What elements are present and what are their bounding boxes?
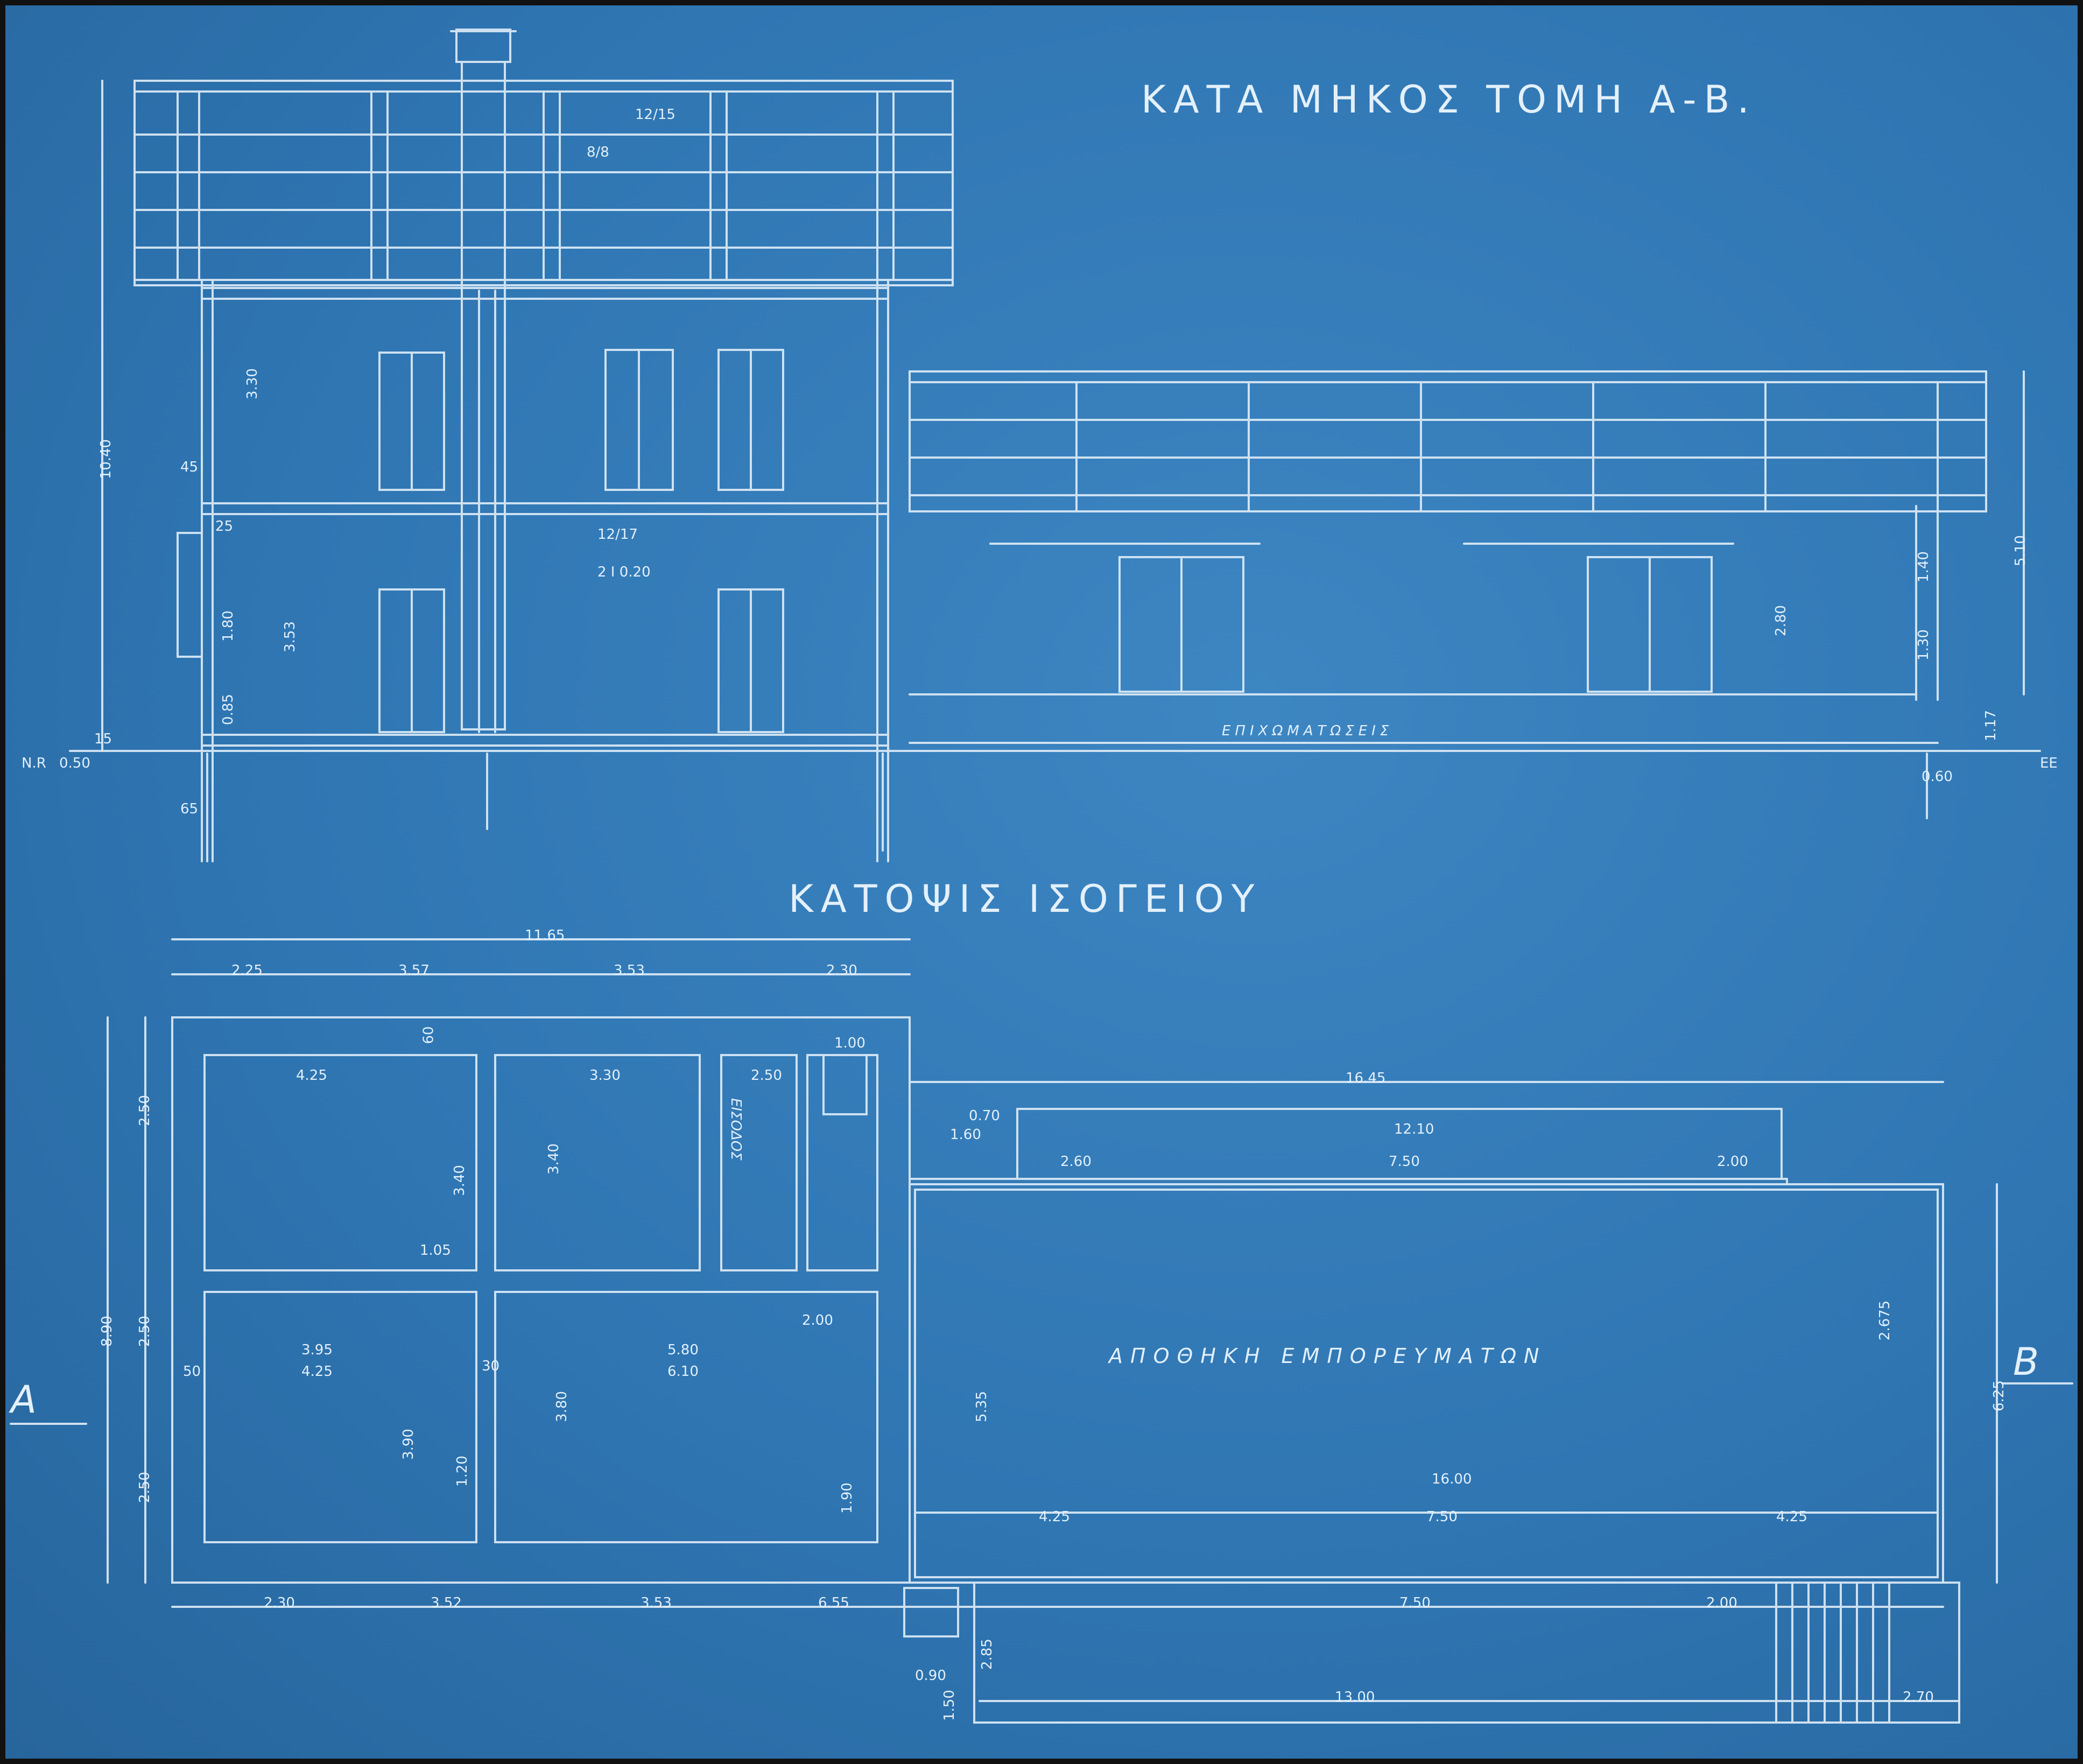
dim-wall: 45 xyxy=(180,459,199,475)
dim-top-3: 3.53 xyxy=(614,962,645,979)
dim-overall-width: 11.65 xyxy=(525,927,565,944)
dim-storage-top-2: 7.50 xyxy=(1389,1154,1420,1170)
dim-right-top: 1.40 xyxy=(1915,551,1932,582)
dim-platform-len: 13.00 xyxy=(1335,1689,1375,1705)
dim-left-part-2: 2.50 xyxy=(136,1316,153,1347)
dim-storage-top-3: 2.00 xyxy=(1717,1154,1748,1170)
dim-storage-depth: 5.35 xyxy=(973,1391,990,1422)
dim-step-w: 0.90 xyxy=(915,1668,946,1684)
dim-platform-depth: 2.85 xyxy=(979,1639,995,1670)
dim-step-h: 1.50 xyxy=(941,1690,958,1721)
plan-room-3 xyxy=(203,1291,477,1543)
dim-storage-top-1: 2.60 xyxy=(1060,1154,1092,1170)
dim-right-height: 5.10 xyxy=(2012,535,2029,566)
section-marker-b: Β xyxy=(2013,1340,2039,1384)
dim-slab: 25 xyxy=(215,518,234,535)
plan-room-4 xyxy=(494,1291,878,1543)
dim-misc-4: 1.20 xyxy=(454,1456,470,1487)
dim-left-height: 8.90 xyxy=(98,1316,115,1347)
plan-title: ΚΑΤΟΨΙΣ ΙΣΟΓΕΙΟΥ xyxy=(789,877,1262,921)
plan-ramp xyxy=(1775,1582,1960,1724)
dim-bottom-2: 3.52 xyxy=(431,1595,462,1611)
plan-outer-wall xyxy=(171,1016,911,1584)
dim-storage-bottom-1: 4.25 xyxy=(1039,1509,1070,1525)
dim-total-height: 10.40 xyxy=(98,439,115,480)
section-title: ΚΑΤΑ ΜΗΚΟΣ ΤΟΜΗ Α-Β. xyxy=(1141,78,1757,122)
dim-misc-2: 2.00 xyxy=(802,1312,833,1329)
tall-roof-truss xyxy=(133,80,954,286)
nr-label: N.R xyxy=(22,755,46,771)
dim-misc-5: 1.60 xyxy=(950,1127,981,1143)
dim-bottom-1: 2.30 xyxy=(264,1595,295,1611)
dim-sill: 0.85 xyxy=(220,694,236,725)
dim-top-4: 2.30 xyxy=(826,962,857,979)
dim-rafter: 12/15 xyxy=(635,107,675,123)
dim-lower-floor: 3.53 xyxy=(282,621,298,652)
plan-room-2 xyxy=(494,1054,701,1271)
dim-misc-1: 1.05 xyxy=(420,1242,451,1259)
dim-room2-h: 3.40 xyxy=(545,1143,562,1175)
dim-bottom-4: 6.55 xyxy=(818,1595,849,1611)
storage-label: ΑΠΟΘΗΚΗ ΕΜΠΟΡΕΥΜΑΤΩΝ xyxy=(1109,1344,1547,1368)
dim-base: 15 xyxy=(94,731,112,747)
dim-room4-h: 3.80 xyxy=(553,1391,570,1422)
plan-hall xyxy=(720,1054,798,1271)
chimney-cap xyxy=(455,29,511,63)
chimney-stack xyxy=(461,61,506,730)
dim-storage-bottom-3: 4.25 xyxy=(1776,1509,1807,1525)
dim-room3-w: 3.95 xyxy=(301,1342,333,1358)
dim-room2-w: 3.30 xyxy=(589,1067,621,1084)
dim-wall-60: 60 xyxy=(420,1026,437,1044)
dim-hall-w: 2.50 xyxy=(751,1067,782,1084)
dim-wall-50: 50 xyxy=(183,1364,201,1380)
dim-room1-w: 4.25 xyxy=(296,1067,327,1084)
dim-room1-h: 3.40 xyxy=(451,1165,468,1196)
dim-batten: 8/8 xyxy=(587,144,609,160)
ee-label: ΕΕ xyxy=(2040,755,2058,771)
dim-storage-total: 16.45 xyxy=(1346,1070,1386,1086)
dim-room4-w2: 6.10 xyxy=(667,1364,699,1380)
dim-right-found: 0.60 xyxy=(1922,769,1953,785)
dim-platform-end: 2.70 xyxy=(1903,1689,1934,1705)
dim-storage-inner: 12.10 xyxy=(1394,1121,1434,1137)
dim-upper-floor: 3.30 xyxy=(244,368,261,399)
plan-room-1 xyxy=(203,1054,477,1271)
dim-storage-right-h: 6.25 xyxy=(1990,1380,2007,1411)
dim-right-mid: 1.30 xyxy=(1915,629,1932,660)
dim-left-part-3: 2.50 xyxy=(136,1472,153,1503)
dim-joist: 12/17 xyxy=(597,526,638,543)
entrance-label: ΕΙΣΟΔΟΣ xyxy=(728,1098,744,1161)
dim-storage-bottom-2: 7.50 xyxy=(1426,1509,1458,1525)
dim-bottom-6: 2.00 xyxy=(1706,1595,1737,1611)
dim-top-1: 2.25 xyxy=(231,962,263,979)
dim-foundation: 65 xyxy=(180,801,199,817)
dim-right-base: 1.17 xyxy=(1982,710,1999,741)
floor-plan-drawing xyxy=(10,938,2073,1724)
dim-door-h: 2.80 xyxy=(1772,605,1789,636)
plan-storage-wall xyxy=(909,1183,1944,1584)
dim-ground: 0.50 xyxy=(59,755,90,771)
dim-wall-30: 30 xyxy=(482,1358,500,1374)
dim-room4-w: 5.80 xyxy=(667,1342,699,1358)
dim-storage-bottom-total: 16.00 xyxy=(1432,1471,1472,1487)
embankment-label: ΕΠΙΧΩΜΑΤΩΣΕΙΣ xyxy=(1222,723,1394,739)
dim-window-h: 1.80 xyxy=(220,610,236,642)
dim-misc-3: 1.90 xyxy=(839,1482,855,1514)
section-marker-a: Α xyxy=(11,1378,37,1422)
section-drawing xyxy=(69,29,2041,862)
dim-beam: 2 I 0.20 xyxy=(597,564,651,580)
dim-misc-6: 0.70 xyxy=(969,1108,1000,1124)
dim-bottom-3: 3.53 xyxy=(641,1595,672,1611)
dim-top-2: 3.57 xyxy=(398,962,430,979)
annex-roof-truss xyxy=(909,370,1987,512)
dim-bottom-5: 7.50 xyxy=(1399,1595,1431,1611)
plan-storage-inner xyxy=(914,1189,1939,1578)
dim-room3-h: 3.90 xyxy=(400,1429,417,1460)
dim-left-part-1: 2.50 xyxy=(136,1095,153,1126)
dim-room3-w2: 4.25 xyxy=(301,1364,333,1380)
dim-storage-right-part: 2.675 xyxy=(1877,1300,1894,1341)
dim-stair-w: 1.00 xyxy=(834,1035,865,1051)
